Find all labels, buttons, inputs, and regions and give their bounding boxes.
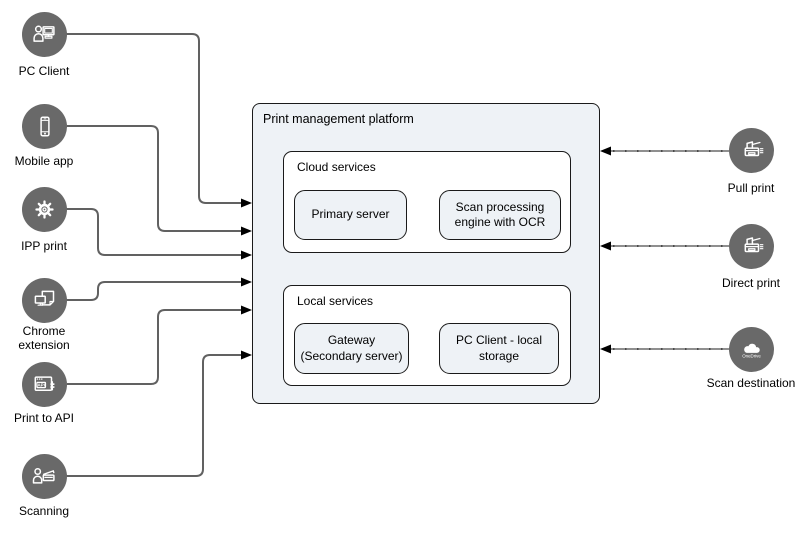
arrowhead <box>241 226 252 236</box>
node-gateway-secondary-server: Gateway (Secondary server) <box>294 323 409 374</box>
group-local-services-label: Local services <box>297 294 374 308</box>
printer-icon <box>728 127 774 173</box>
connector-print-to-api <box>67 309 241 385</box>
ipp-print-label: IPP print <box>21 239 67 253</box>
api-icon-text: API <box>37 382 45 387</box>
connector-chrome-extension <box>66 281 241 301</box>
onedrive-cloud-icon: OneDrive <box>728 326 774 372</box>
platform-box: Print management platform Cloud services… <box>252 103 600 404</box>
group-cloud-services-label: Cloud services <box>297 160 376 174</box>
node-scan-processing-engine: Scan processing engine with OCR <box>439 190 561 240</box>
connector-scanning <box>66 354 241 477</box>
arrowhead <box>600 241 611 251</box>
gear-icon <box>21 186 67 232</box>
mobile-app-icon <box>21 103 67 149</box>
mobile-app-label: Mobile app <box>14 154 74 168</box>
scanning-label: Scanning <box>18 504 70 518</box>
print-to-api-label: Print to API <box>13 411 75 425</box>
arrowhead <box>241 277 252 287</box>
node-pc-client-local-storage: PC Client - local storage <box>439 323 559 374</box>
direct-print-label: Direct print <box>721 276 780 290</box>
pc-client-label: PC Client <box>18 64 70 78</box>
api-window-icon: API <box>21 361 67 407</box>
group-local-services: Local services Gateway (Secondary server… <box>283 285 571 386</box>
pc-client-icon <box>21 11 67 57</box>
arrowhead <box>600 146 611 156</box>
arrowhead <box>600 344 611 354</box>
connector-ticks <box>613 150 730 350</box>
pull-print-label: Pull print <box>727 181 775 195</box>
platform-title: Print management platform <box>263 112 414 126</box>
chrome-extension-label: Chrome extension <box>18 324 70 352</box>
arrowhead <box>241 305 252 315</box>
printer-icon <box>728 223 774 269</box>
node-primary-server: Primary server <box>294 190 407 240</box>
arrowhead <box>241 250 252 260</box>
arrowhead <box>241 198 252 208</box>
chrome-extension-icon <box>21 277 67 323</box>
scanner-icon <box>21 453 67 499</box>
connector-ipp-print <box>66 208 241 256</box>
scan-destination-label: Scan destination <box>706 376 796 390</box>
connector-pc-client <box>66 33 241 204</box>
arrowhead <box>241 350 252 360</box>
connector-mobile-app <box>67 125 241 232</box>
group-cloud-services: Cloud services Primary server Scan proce… <box>283 151 571 253</box>
onedrive-icon-text: OneDrive <box>742 353 761 358</box>
